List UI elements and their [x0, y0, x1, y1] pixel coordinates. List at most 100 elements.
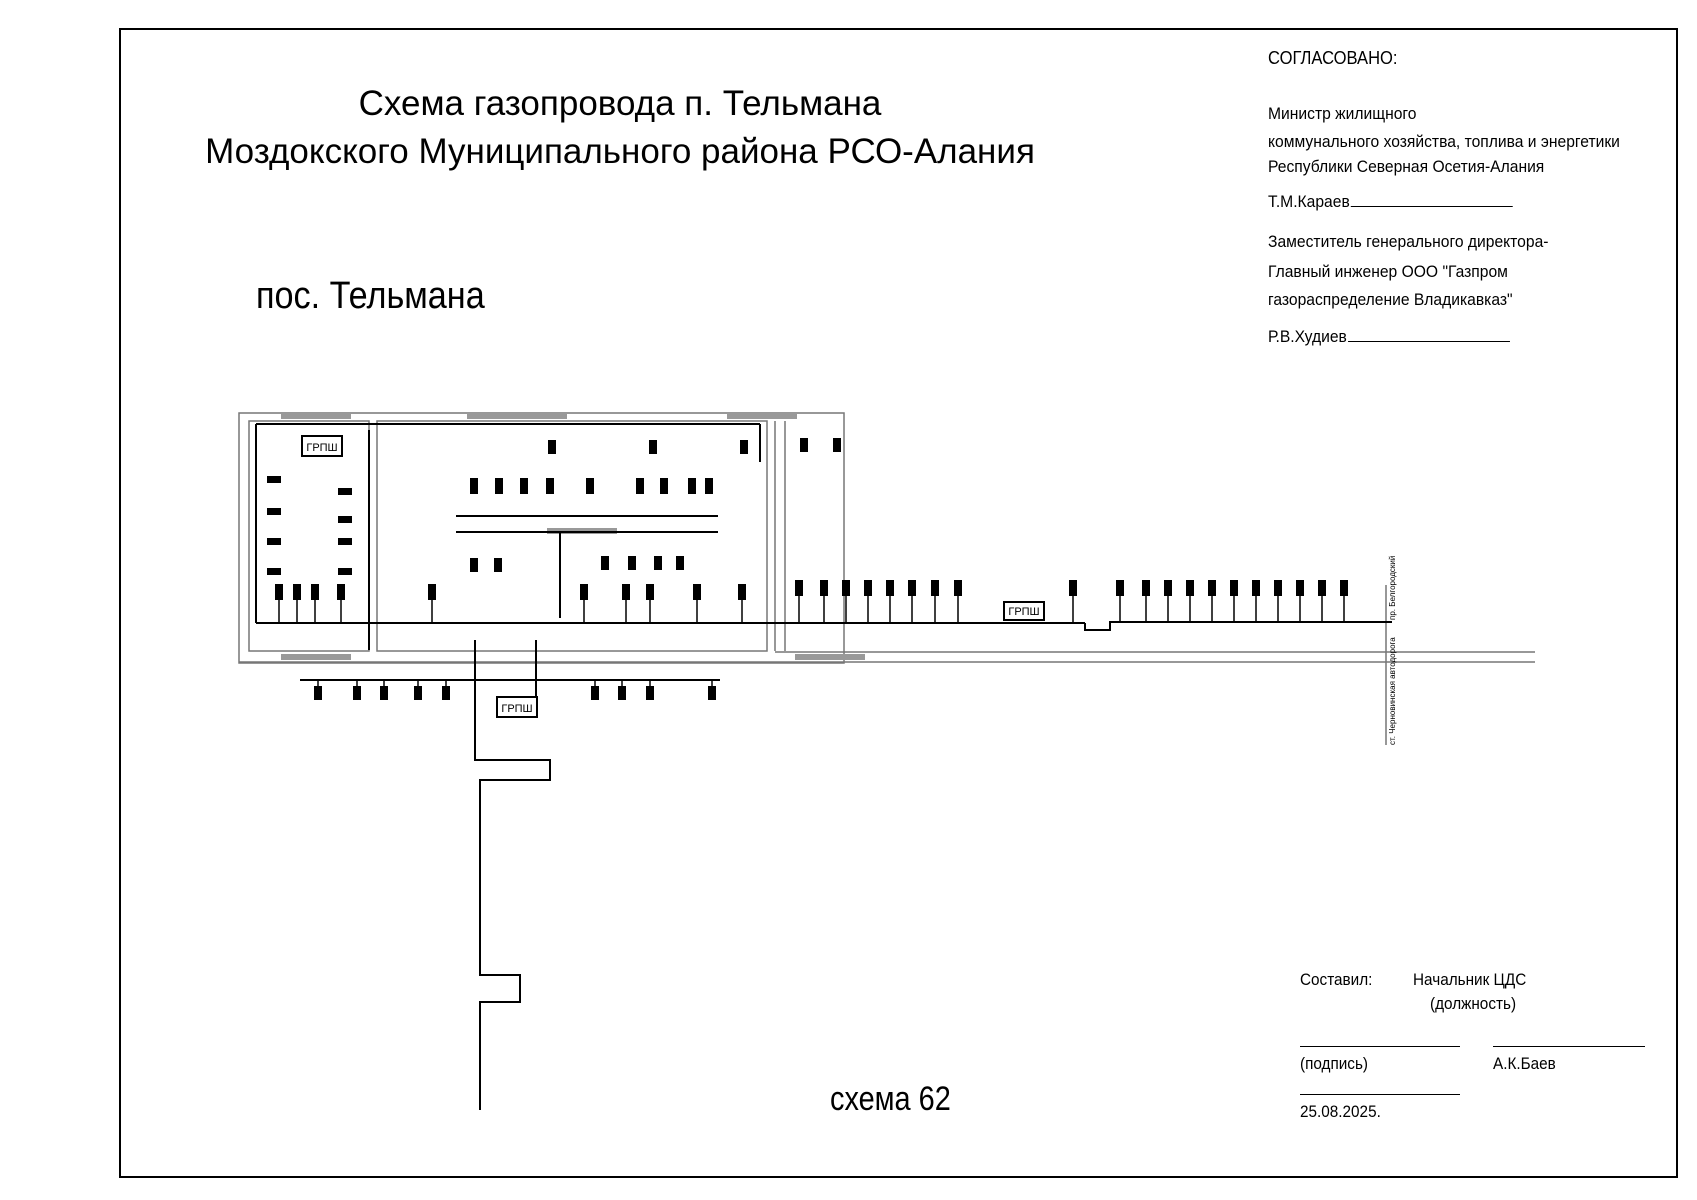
approver-1-line-3: Республики Северная Осетия-Алания: [1268, 157, 1545, 176]
street-plate: [467, 413, 567, 419]
street-plate: [727, 413, 797, 419]
house-marker: [338, 538, 352, 545]
house-marker: [586, 478, 594, 494]
title-line-2: Моздокского Муниципального района РСО-Ал…: [205, 132, 1035, 171]
approver-1-line-2: коммунального хозяйства, топлива и энерг…: [1268, 132, 1620, 151]
house-marker: [591, 686, 599, 700]
house-marker: [428, 584, 436, 600]
house-marker: [864, 580, 872, 596]
compiler-name: А.К.Баев: [1493, 1054, 1556, 1073]
signature-line: [1350, 190, 1513, 207]
approver-2-name: Р.В.Худиев: [1268, 327, 1347, 346]
house-marker: [886, 580, 894, 596]
regulator-station-box: [1003, 601, 1045, 621]
sheet-label: схема 62: [830, 1080, 951, 1118]
house-marker: [820, 580, 828, 596]
pipeline: [1084, 621, 1392, 631]
house-marker: [842, 580, 850, 596]
approver-2-line-3: газораспределение Владикавказ": [1268, 290, 1513, 309]
regulator-station-label: ГРПШ: [306, 442, 337, 454]
house-marker: [688, 478, 696, 494]
position-rule: [1493, 1046, 1645, 1047]
house-marker: [738, 584, 746, 600]
house-marker: [676, 556, 684, 570]
settlement-label: пос. Тельмана: [256, 275, 485, 317]
drawing-title: Схема газопровода п. Тельмана Моздокског…: [150, 80, 1090, 176]
title-line-1: Схема газопровода п. Тельмана: [358, 84, 882, 123]
house-marker: [275, 584, 283, 600]
house-marker: [338, 516, 352, 523]
house-marker: [646, 584, 654, 600]
house-marker: [601, 556, 609, 570]
street-outlines: [238, 412, 1535, 745]
house-marker: [1274, 580, 1282, 596]
house-marker: [414, 686, 422, 700]
house-marker: [1116, 580, 1124, 596]
street-plate: [281, 413, 351, 419]
house-marker: [353, 686, 361, 700]
house-marker: [293, 584, 301, 600]
house-marker: [267, 538, 281, 545]
block-outline-center: [376, 420, 768, 652]
house-marker: [649, 440, 657, 454]
drawing-frame: [119, 28, 1678, 1178]
house-marker: [795, 580, 803, 596]
house-marker: [1069, 580, 1077, 596]
regulator-station-label: ГРПШ: [501, 703, 532, 715]
house-marker: [470, 558, 478, 572]
road-label: пр. Белгородский: [1388, 556, 1397, 620]
house-marker: [931, 580, 939, 596]
house-marker: [618, 686, 626, 700]
regulator-station-box: [496, 696, 538, 718]
house-marker: [338, 488, 352, 495]
house-marker: [660, 478, 668, 494]
approver-1-signature: Т.М.Караев: [1268, 190, 1513, 212]
house-marker: [442, 686, 450, 700]
house-marker: [548, 440, 556, 454]
house-marker: [380, 686, 388, 700]
approval-header: СОГЛАСОВАНО:: [1268, 48, 1398, 68]
approver-2-line-1: Заместитель генерального директора-: [1268, 232, 1549, 251]
house-marker: [954, 580, 962, 596]
house-marker: [908, 580, 916, 596]
house-marker: [705, 478, 713, 494]
house-marker: [1318, 580, 1326, 596]
house-marker: [520, 478, 528, 494]
road-label: ст. Черновинская автодорога: [1388, 637, 1397, 745]
house-marker: [267, 476, 281, 483]
street-plate: [795, 654, 865, 660]
approver-1-line-1: Министр жилищного: [1268, 104, 1417, 123]
house-marker: [267, 508, 281, 515]
pipeline: [474, 640, 551, 1110]
house-marker: [636, 478, 644, 494]
house-marker: [311, 584, 319, 600]
house-marker: [314, 686, 322, 700]
position-value: Начальник ЦДС: [1413, 970, 1527, 989]
house-marker: [338, 568, 352, 575]
house-marker: [622, 584, 630, 600]
house-marker: [1142, 580, 1150, 596]
regulator-station-box: [301, 435, 343, 457]
approver-2-signature: Р.В.Худиев: [1268, 325, 1510, 347]
house-connections: [278, 596, 1345, 700]
house-marker: [1296, 580, 1304, 596]
approver-2-line-2: Главный инженер ООО "Газпром: [1268, 262, 1508, 281]
signature-caption: (подпись): [1300, 1054, 1369, 1073]
signature-line: [1347, 325, 1510, 342]
house-marker: [833, 438, 841, 452]
house-marker: [267, 568, 281, 575]
house-markers: [267, 438, 1348, 700]
approver-1-name: Т.М.Караев: [1268, 192, 1350, 211]
gas-pipelines: [255, 423, 1392, 1110]
gas-regulator-stations: ГРПШ ГРПШ ГРПШ: [301, 435, 1045, 718]
house-marker: [495, 478, 503, 494]
house-marker: [693, 584, 701, 600]
house-marker: [1252, 580, 1260, 596]
house-marker: [646, 686, 654, 700]
house-marker: [740, 440, 748, 454]
house-marker: [1208, 580, 1216, 596]
house-marker: [708, 686, 716, 700]
house-marker: [546, 478, 554, 494]
house-marker: [628, 556, 636, 570]
